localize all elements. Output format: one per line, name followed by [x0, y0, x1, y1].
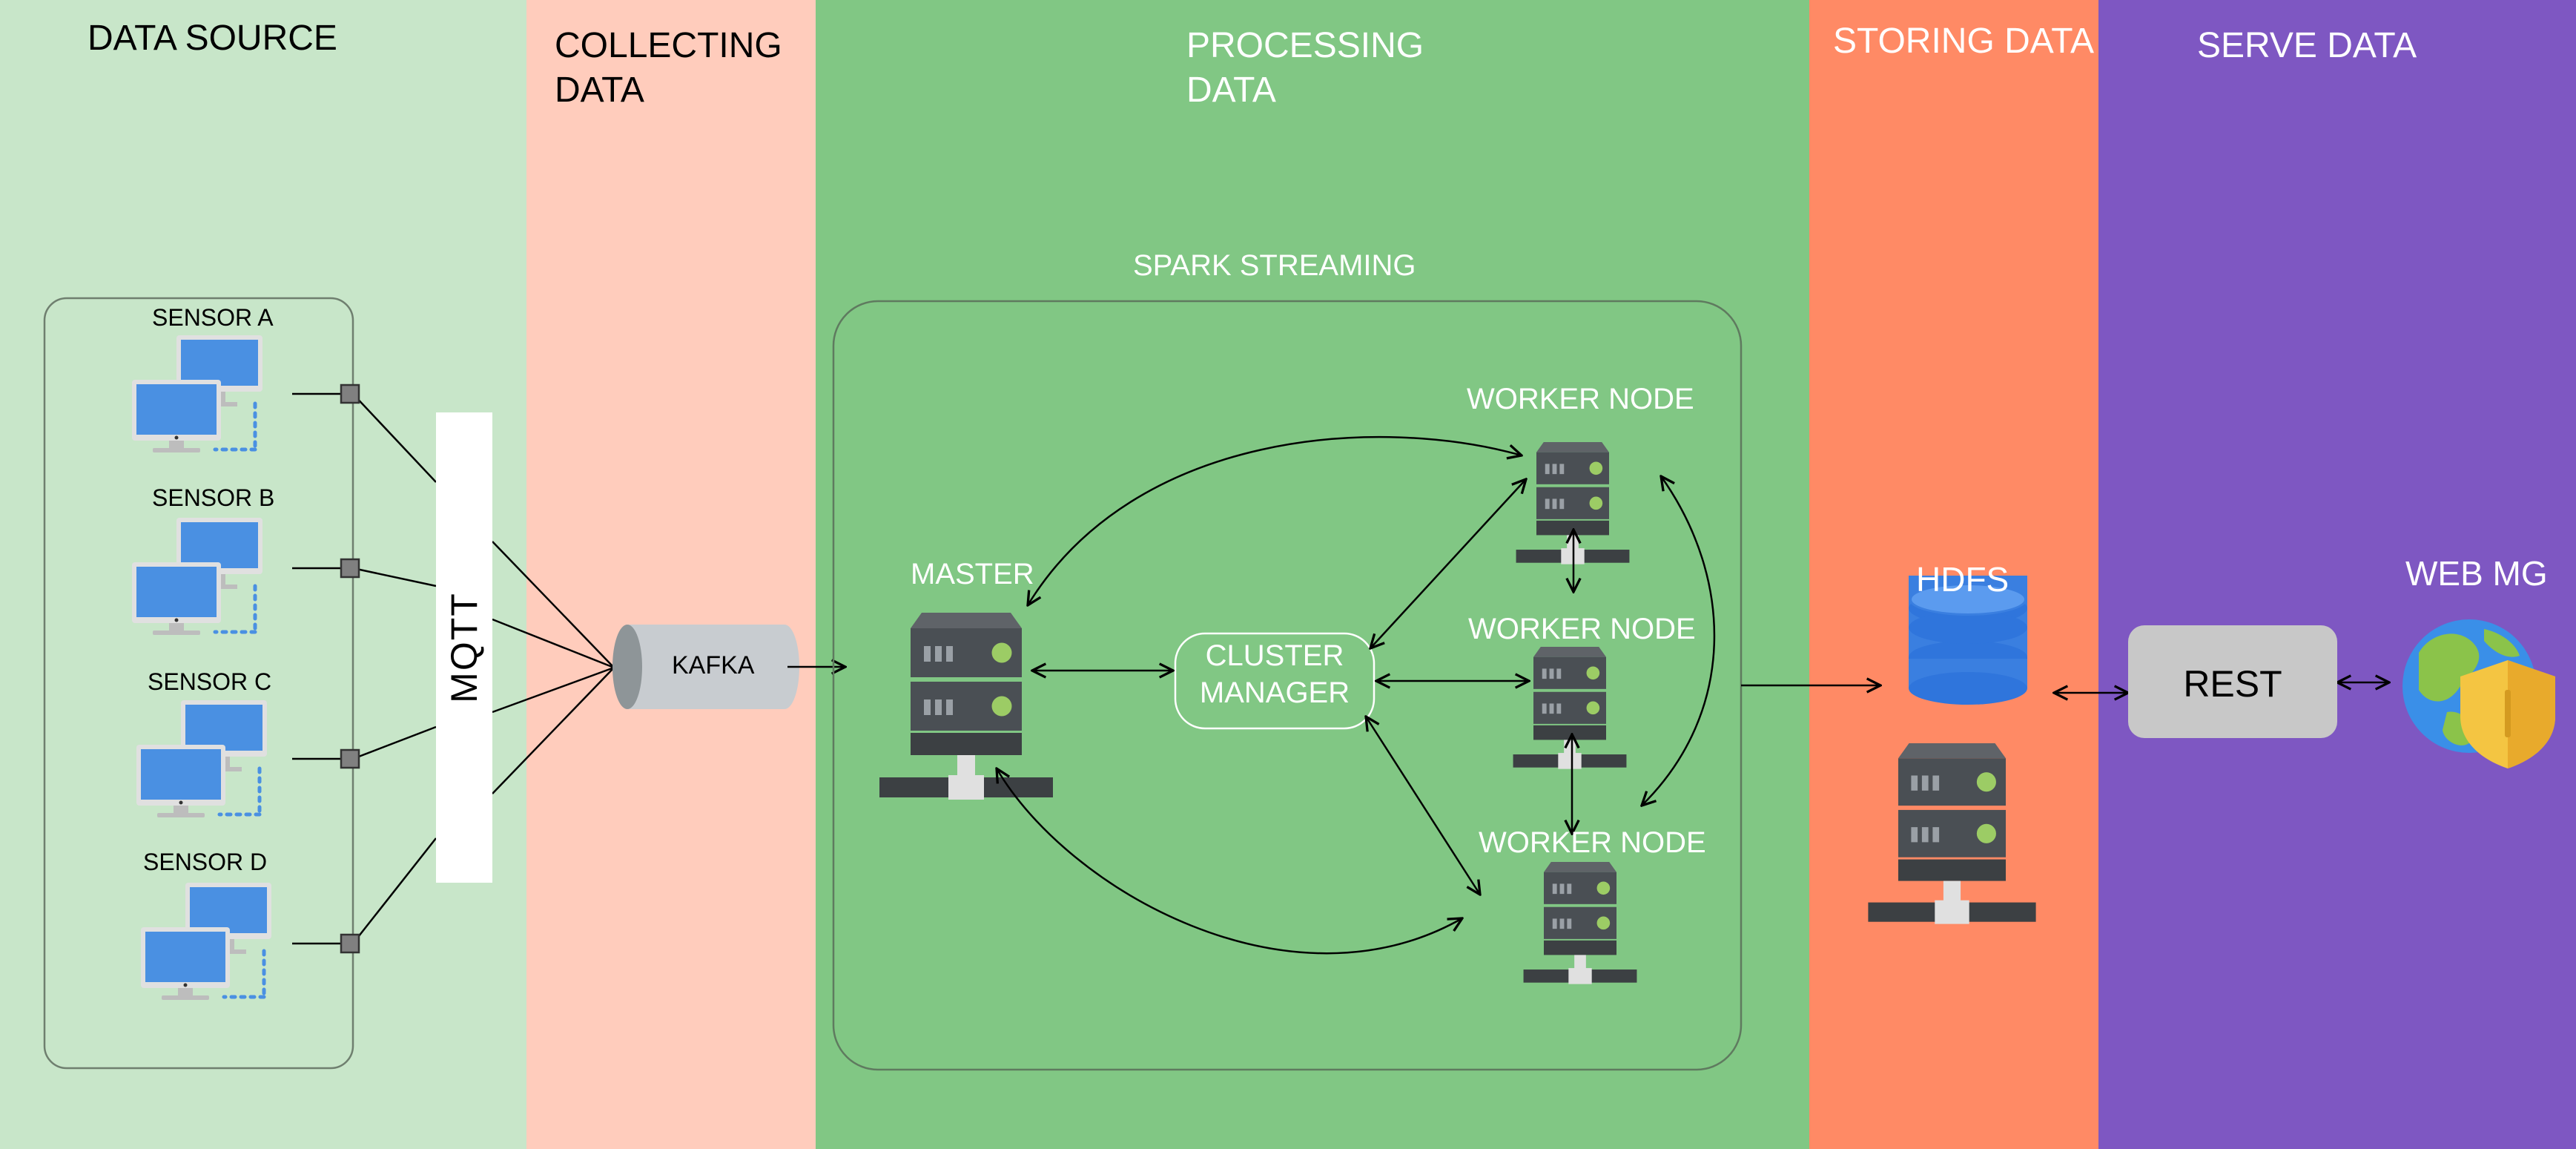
hdfs-label: HDFS — [1916, 560, 2009, 599]
kafka-cylinder — [612, 625, 799, 709]
worker-node-2-label: WORKER NODE — [1468, 613, 1696, 645]
storing-band — [1809, 0, 2098, 1149]
stage-title-collecting-line2: DATA — [555, 70, 644, 110]
cluster-manager-box — [1174, 632, 1375, 730]
worker-node-1-label: WORKER NODE — [1467, 383, 1694, 415]
spark-streaming-title: SPARK STREAMING — [1133, 249, 1416, 282]
sensor-b-computer-icon — [132, 518, 262, 635]
kafka-label: KAFKA — [672, 651, 755, 679]
cluster-manager-label-line2: MANAGER — [1199, 676, 1350, 709]
sensor-b-port — [340, 558, 360, 579]
sensor-b-label: SENSOR B — [152, 484, 275, 511]
rest-label: REST — [2183, 663, 2282, 705]
master-server-icon — [879, 613, 1053, 800]
rest-box — [2128, 625, 2337, 738]
serve-band — [2098, 0, 2576, 1149]
master-label: MASTER — [911, 558, 1034, 590]
sensor-a-port — [340, 383, 360, 404]
sensor-d-computer-icon — [141, 883, 271, 1000]
sensor-c-label: SENSOR C — [148, 668, 272, 695]
stage-title-data-source: DATA SOURCE — [87, 19, 337, 58]
web-label: WEB MG — [2405, 554, 2548, 593]
mqtt-text: MQTT — [443, 592, 486, 703]
stage-title-collecting-line1: COLLECTING — [555, 26, 782, 65]
hdfs-database-icon — [1909, 576, 2027, 705]
mqtt-bar — [436, 412, 492, 883]
sensor-c-computer-icon — [136, 700, 267, 817]
sensor-group-box — [43, 297, 354, 1070]
stage-title-processing-line2: DATA — [1186, 70, 1276, 110]
stage-title-storing: STORING DATA — [1833, 22, 2095, 61]
sensor-d-port — [340, 933, 360, 954]
sensor-a-label: SENSOR A — [152, 304, 274, 331]
sensor-d-label: SENSOR D — [143, 849, 268, 875]
mqtt-label: MQTT — [436, 412, 492, 883]
hdfs-base-icon — [1868, 743, 2036, 924]
worker-node-3-server-icon — [1523, 862, 1637, 984]
sensor-c-port — [340, 748, 360, 769]
sensor-a-computer-icon — [132, 335, 262, 452]
stage-title-processing-line1: PROCESSING — [1186, 26, 1424, 65]
web-globe-shield-icon — [2402, 619, 2555, 768]
worker-node-2-server-icon — [1513, 647, 1627, 769]
stage-title-serve: SERVE DATA — [2197, 26, 2417, 65]
collecting-band — [526, 0, 816, 1149]
cluster-manager-label-line1: CLUSTER — [1205, 639, 1344, 672]
worker-node-3-label: WORKER NODE — [1479, 826, 1706, 859]
